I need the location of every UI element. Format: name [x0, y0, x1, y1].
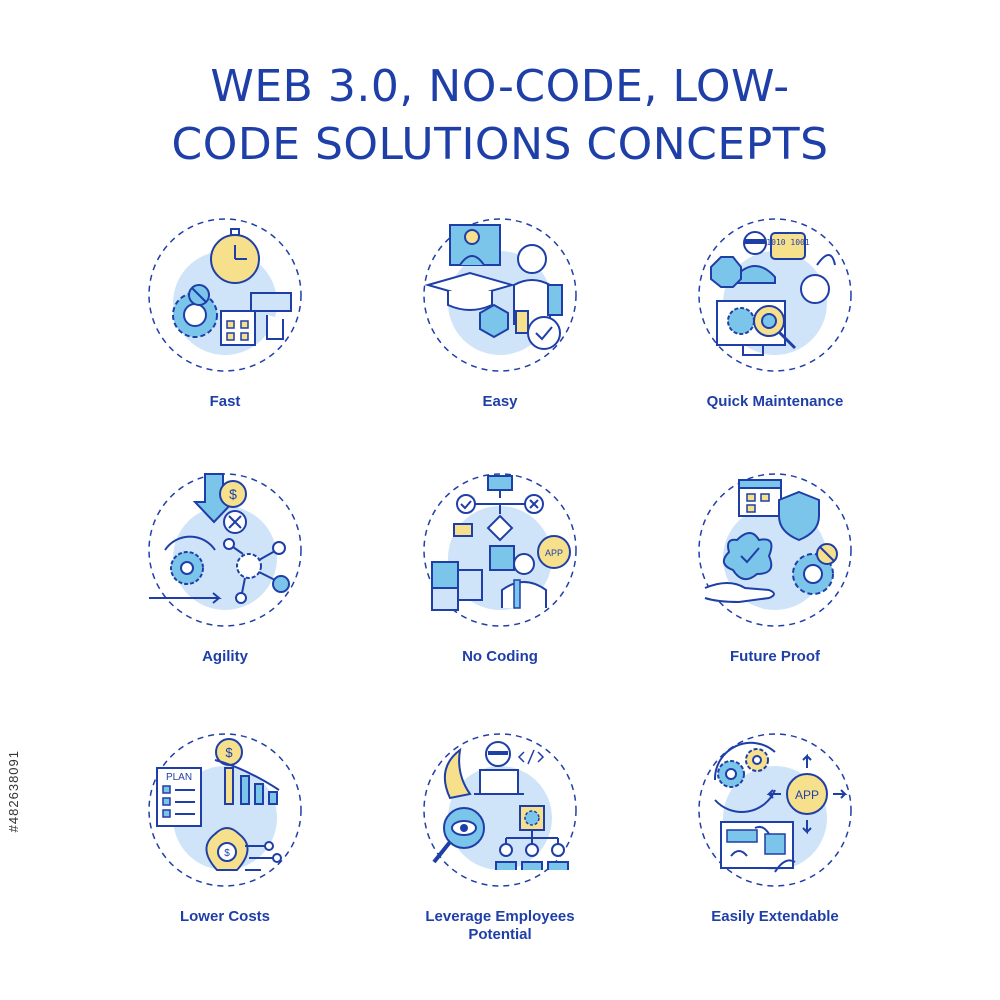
concept-agility: $ Agility [95, 470, 355, 720]
page-title: WEB 3.0, NO-CODE, LOW- CODE SOLUTIONS CO… [0, 58, 1000, 174]
concept-label: Easily Extendable [711, 908, 839, 925]
concept-label: Future Proof [730, 648, 820, 665]
concept-label: Agility [202, 648, 248, 665]
leverage-employees-icon [423, 733, 577, 887]
quick-maintenance-icon: 1010 1001 [698, 218, 852, 372]
easily-extendable-icon: APP [698, 733, 852, 887]
agility-icon: $ [148, 473, 302, 627]
fast-icon [148, 218, 302, 372]
watermark-id: #482638091 [6, 750, 21, 833]
concept-label: Quick Maintenance [706, 393, 844, 410]
concept-fast: Fast [95, 215, 355, 465]
concept-easily-extendable: APP Easily Extendable [645, 730, 905, 980]
concept-label: Lower Costs [179, 908, 270, 925]
concept-label: Fast [209, 393, 241, 410]
future-proof-icon [698, 473, 852, 627]
easy-icon [423, 218, 577, 372]
dollar-text: $ [224, 848, 230, 859]
lower-costs-icon: PLAN $ $ [148, 733, 302, 887]
no-coding-icon: APP [423, 473, 577, 627]
concept-quick-maintenance: 1010 1001 Quick Maintenance [645, 215, 905, 465]
concept-label: Easy [482, 393, 518, 410]
app-text: APP [795, 788, 819, 802]
plan-text: PLAN [166, 772, 192, 783]
binary-text: 1010 1001 [766, 238, 810, 247]
dollar-text: $ [225, 745, 233, 760]
app-text: APP [545, 548, 563, 558]
concept-lower-costs: PLAN $ $ Lower Costs [95, 730, 355, 980]
concept-no-coding: APP No Coding [370, 470, 630, 720]
stock-watermark: #482638091 [6, 750, 36, 870]
concept-label: No Coding [462, 648, 538, 665]
concept-grid: Fast Easy 1010 [0, 215, 1000, 975]
concept-easy: Easy [370, 215, 630, 465]
concept-future-proof: Future Proof [645, 470, 905, 720]
dollar-text: $ [229, 486, 237, 502]
title-line-1: WEB 3.0, NO-CODE, LOW- [210, 61, 790, 112]
title-line-2: CODE SOLUTIONS CONCEPTS [171, 119, 829, 170]
